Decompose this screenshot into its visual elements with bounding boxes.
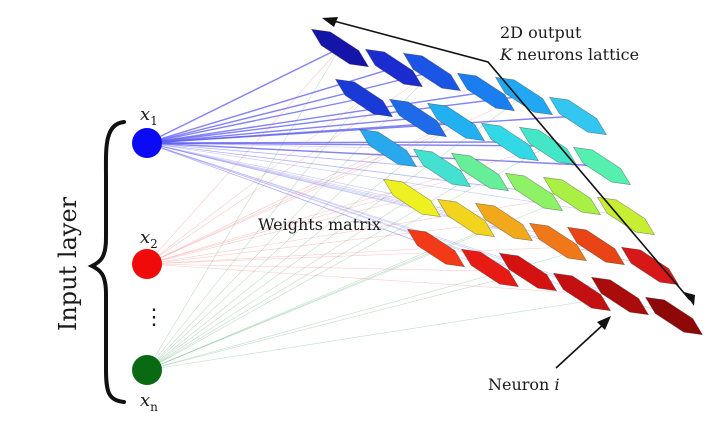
lattice-neuron-hex — [590, 276, 650, 316]
lattice-neuron-hex — [596, 196, 656, 236]
lattice-neuron-hex — [412, 148, 472, 188]
lattice-neuron-hex — [566, 226, 626, 266]
weight-line — [146, 142, 413, 199]
output-label-line2: K neurons lattice — [499, 45, 639, 64]
output-label-line1: 2D output — [500, 23, 582, 42]
lattice-neuron-hex — [548, 96, 608, 136]
lattice-neuron-hex — [388, 98, 448, 138]
weight-line — [146, 142, 535, 193]
lattice-neuron-hex — [572, 146, 632, 186]
lattice-neuron-hex — [504, 172, 564, 212]
input-node-xn — [132, 355, 162, 385]
weight-line — [146, 142, 437, 249]
weight-line — [146, 121, 457, 144]
lattice-neuron-hex — [480, 122, 540, 162]
lattice-neuron-hex — [644, 296, 704, 336]
weight-line — [146, 142, 481, 173]
lattice-neuron-hex — [426, 102, 486, 142]
weight-line — [146, 47, 341, 144]
lattice-neuron-hex — [518, 126, 578, 166]
lattice-neuron-hex — [310, 28, 370, 68]
weight-line — [146, 221, 505, 371]
input-label-xn: xn — [140, 390, 158, 414]
input-brace — [87, 120, 126, 404]
weight-line — [146, 117, 419, 144]
lattice-neuron-hex — [358, 128, 418, 168]
weight-line — [146, 247, 437, 371]
lattice-neuron-hex — [402, 52, 462, 92]
weight-line — [146, 91, 487, 144]
weight-line — [146, 71, 433, 144]
lattice-neuron-hex — [364, 48, 424, 88]
weight-line — [146, 142, 443, 169]
neuron-pointer-arrow — [555, 316, 611, 369]
weight-line — [146, 147, 389, 265]
weight-line — [146, 295, 621, 371]
lattice-neuron-hex — [406, 228, 466, 268]
weights-matrix-label: Weights matrix — [258, 215, 381, 234]
weight-line — [146, 195, 573, 265]
weight-line — [146, 197, 413, 265]
weight-line — [146, 271, 529, 371]
lattice-neuron-hex — [382, 178, 442, 218]
output-lattice — [310, 28, 704, 336]
weight-line — [146, 263, 621, 297]
lattice-neuron-hex — [450, 152, 510, 192]
lattice-neuron-hex — [542, 176, 602, 216]
input-ellipsis: ⋮ — [143, 305, 165, 330]
lattice-neuron-hex — [552, 272, 612, 312]
weight-line — [146, 142, 621, 297]
weight-line — [146, 67, 395, 144]
weight-line — [146, 145, 549, 371]
lattice-neuron-hex — [456, 72, 516, 112]
neuron-label: Neuron i — [488, 375, 560, 394]
weight-line — [146, 221, 505, 265]
weight-line — [146, 142, 559, 243]
weight-line — [146, 97, 365, 371]
weight-line — [146, 142, 549, 147]
weight-line — [146, 95, 525, 371]
weight-line — [146, 247, 437, 265]
weight-line — [146, 147, 389, 371]
lattice-extent-arrow — [322, 17, 695, 306]
weight-line — [146, 197, 413, 371]
weight-line — [146, 171, 481, 265]
weight-line — [146, 263, 529, 273]
weight-line — [146, 245, 597, 265]
weight-line — [146, 71, 433, 371]
lattice-neuron-hex — [334, 78, 394, 118]
lattice-neuron-hex — [436, 198, 496, 238]
lattice-neuron-hex — [460, 248, 520, 288]
lattice-neuron-hex — [528, 222, 588, 262]
weight-line — [146, 47, 341, 371]
input-label-x1: x1 — [140, 104, 158, 128]
weight-line — [146, 142, 389, 149]
input-layer-label: Input layer — [54, 196, 82, 331]
weight-line — [146, 47, 341, 265]
weight-line — [146, 97, 365, 144]
input-node-x1 — [132, 128, 162, 158]
lattice-neuron-hex — [498, 252, 558, 292]
weight-line — [146, 121, 457, 265]
weight-line — [146, 142, 603, 167]
input-node-x2 — [132, 249, 162, 279]
input-label-x2: x2 — [140, 227, 158, 251]
lattice-neuron-hex — [620, 246, 680, 286]
weight-line — [146, 95, 525, 144]
lattice-neuron-hex — [474, 202, 534, 242]
weight-line — [146, 97, 365, 265]
